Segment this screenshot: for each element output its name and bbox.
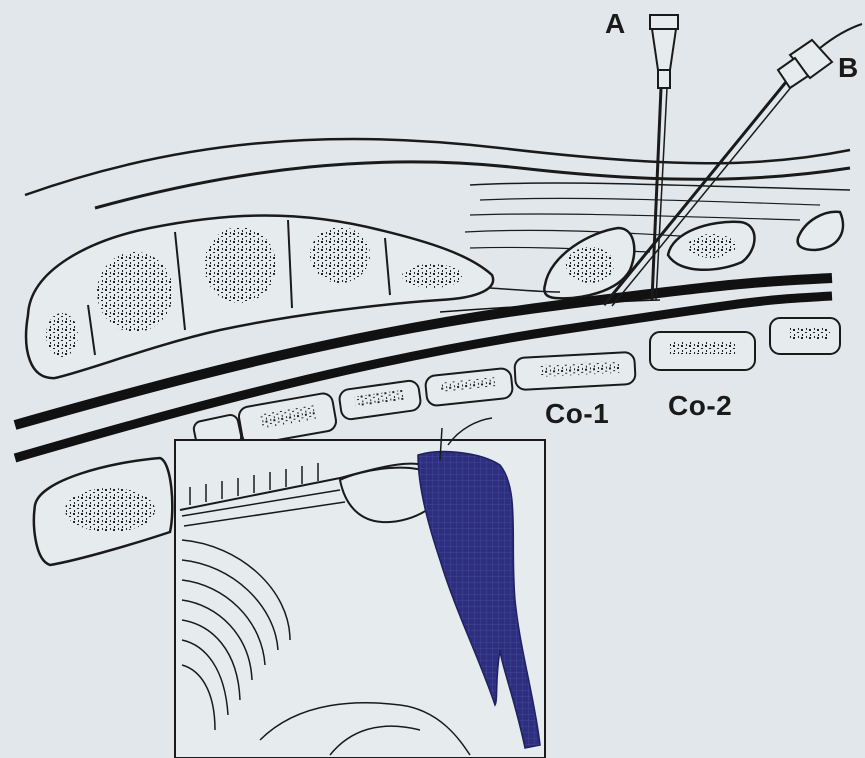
posterior-coccyx-elements <box>490 212 843 299</box>
coccyx-1-label: Co-1 <box>545 398 609 430</box>
lower-left-bone <box>34 458 172 565</box>
coccyx-2-label: Co-2 <box>668 390 732 422</box>
needle-a-label: A <box>605 8 625 40</box>
needle-b-label: B <box>838 52 858 84</box>
inset-overview <box>175 418 545 758</box>
